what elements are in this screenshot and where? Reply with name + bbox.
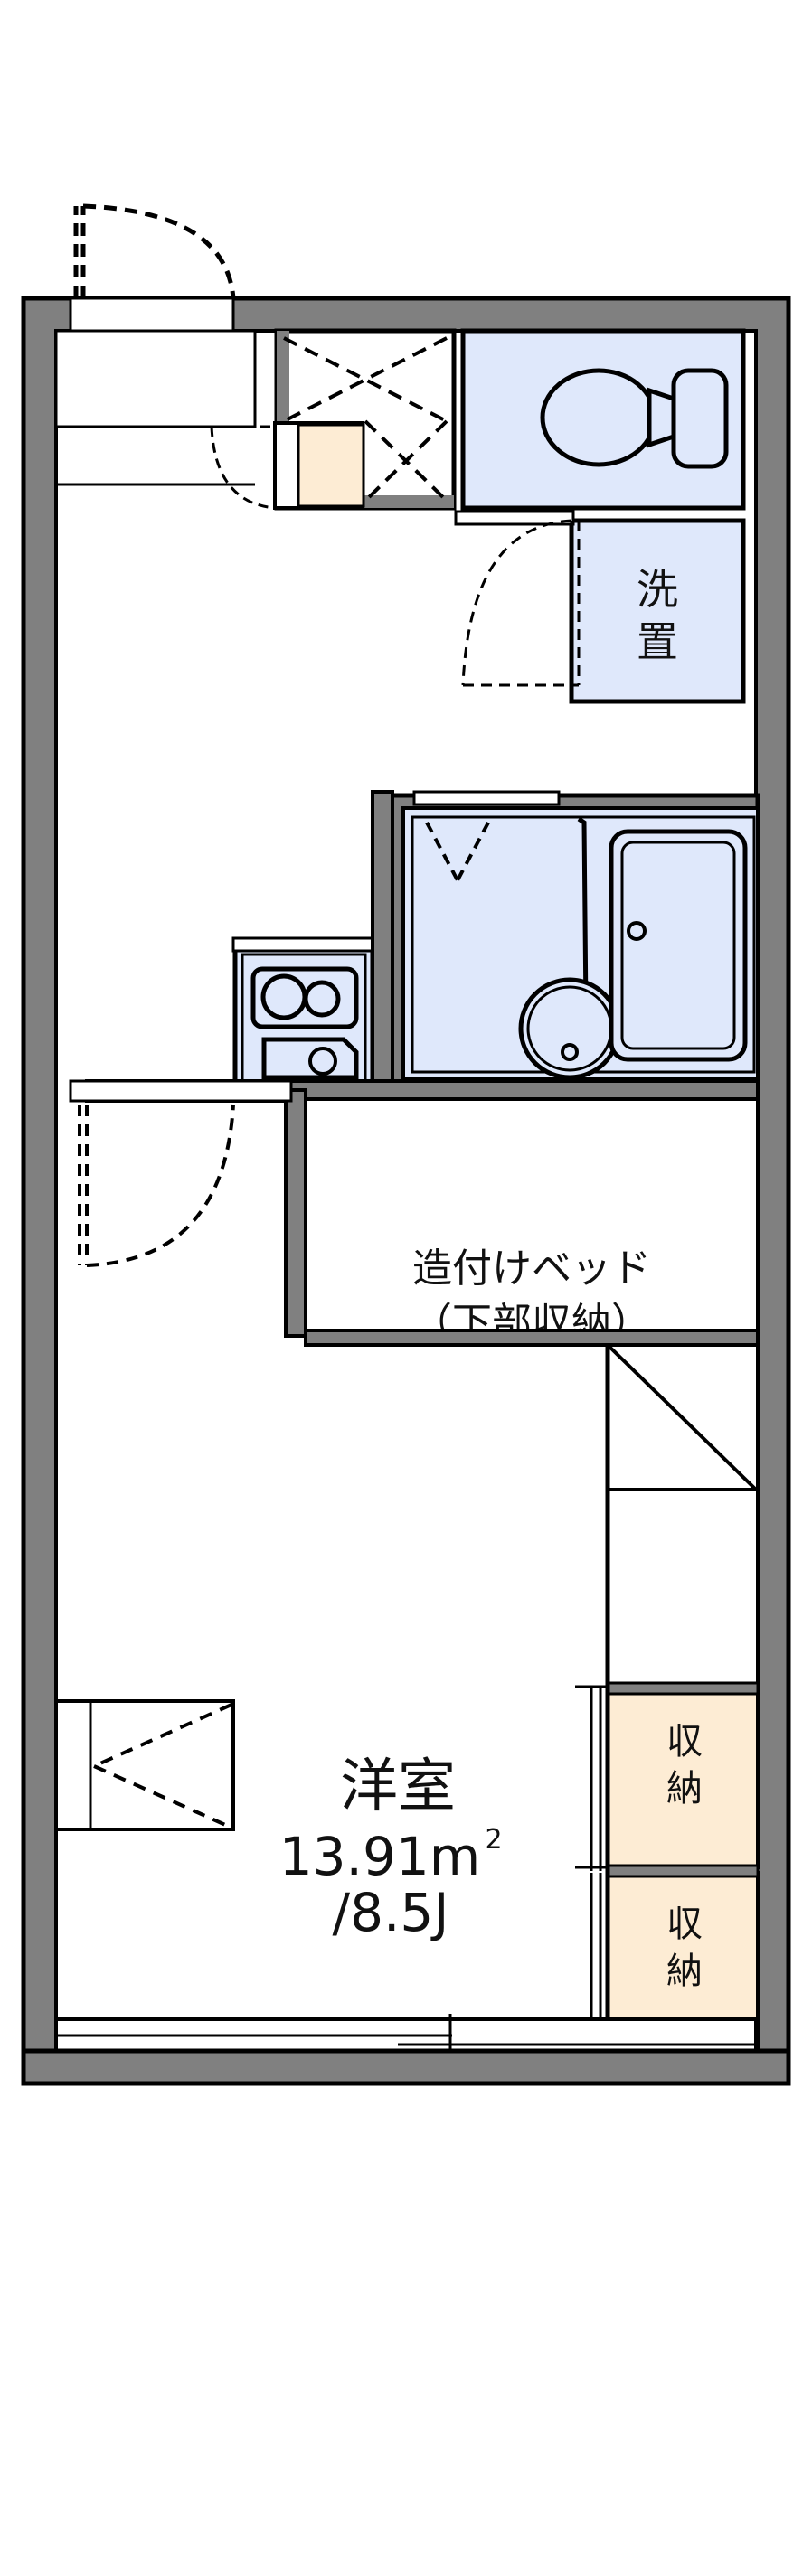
room-name: 洋室 [340, 1753, 456, 1820]
built-in-bed-label-line1: 造付けベッド [412, 1246, 651, 1292]
shoe-closet[interactable] [273, 421, 365, 510]
entrance-door[interactable] [69, 203, 236, 333]
closet-lower-label-2: 納 [666, 1951, 703, 1992]
laundry-space: 洗 置 [569, 518, 746, 704]
bath-door[interactable] [461, 519, 581, 687]
gas-stove-icon [250, 966, 359, 1029]
overhead-closet [606, 1343, 760, 1692]
closet-lower-label-1: 収 [666, 1904, 703, 1945]
kitchen [231, 936, 376, 1089]
room-area-sqm: 13.91m [279, 1826, 481, 1887]
genkan-step [54, 329, 257, 428]
hall-to-room-door[interactable] [69, 1079, 293, 1267]
room-area-sqm-superscript: 2 [485, 1824, 502, 1856]
bathtub-icon [609, 829, 748, 1062]
laundry-label-2: 置 [637, 617, 678, 666]
bath-room [388, 790, 760, 1089]
bottom-exterior-wall [21, 2048, 791, 2086]
closet-upper-label-1: 収 [666, 1721, 703, 1763]
bath-threshold [412, 790, 561, 806]
sink-icon [261, 1037, 359, 1080]
washroom-corridor [454, 510, 575, 526]
closet-upper-label-2: 納 [666, 1768, 703, 1810]
toilet-icon [540, 368, 729, 469]
entrance-closet-doors[interactable] [274, 328, 457, 511]
room-window-left[interactable] [54, 1699, 235, 1831]
built-in-bed: 造付けベッド （下部収納） [304, 1097, 760, 1347]
main-room-label: 洋室 13.91m 2 /8.5J [279, 1753, 503, 1943]
entrance-hall [54, 329, 257, 486]
bath-vent-marks [425, 822, 490, 881]
laundry-label-1: 洗 [637, 565, 678, 614]
room-area-jo: /8.5J [333, 1882, 449, 1943]
shoe-closet-door[interactable] [210, 425, 276, 510]
toilet-room [460, 328, 746, 511]
washbasin-icon [518, 977, 621, 1080]
